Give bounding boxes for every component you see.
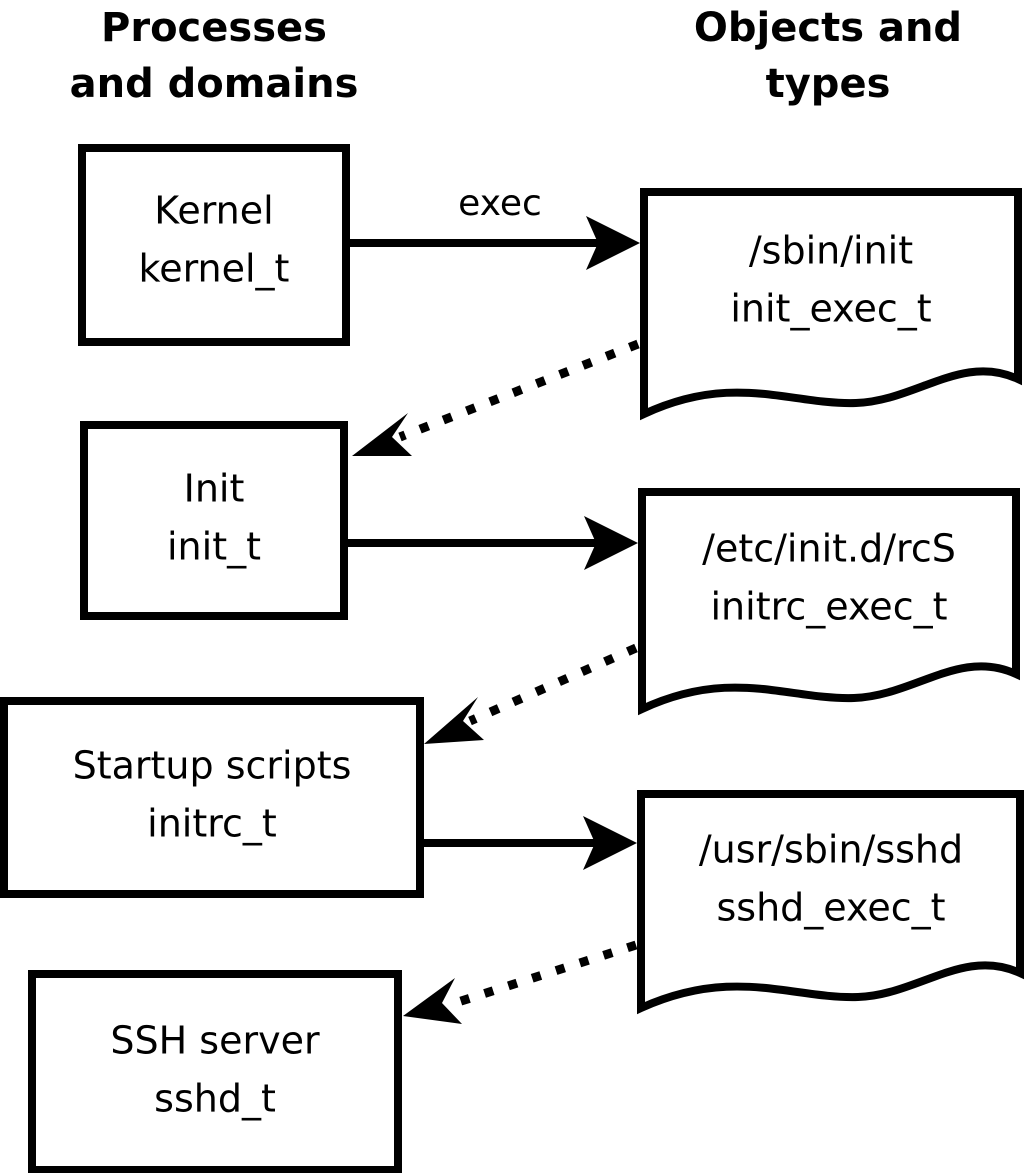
process-node-sshd-type: sshd_t xyxy=(154,1077,276,1121)
edge-line-sshd-transition xyxy=(453,940,638,1008)
arrow-head-init-transition xyxy=(352,413,412,456)
edge-init-exec-transition-init xyxy=(352,339,640,456)
process-node-kernel[interactable]: Kernel kernel_t xyxy=(78,144,350,346)
arrow-head-initrc-exec xyxy=(583,816,637,870)
object-node-initrc-exec-path: /etc/init.d/rcS xyxy=(702,527,956,571)
object-node-initrc-exec-type: initrc_exec_t xyxy=(711,585,948,629)
column-header-objects-line2: types xyxy=(766,61,891,107)
process-node-init[interactable]: Init init_t xyxy=(80,421,348,620)
arrow-head-kernel-exec xyxy=(586,216,640,270)
process-node-kernel-name: Kernel xyxy=(154,189,273,233)
process-node-initrc-name: Startup scripts xyxy=(73,744,352,788)
arrow-head-initrc-transition xyxy=(424,697,484,744)
process-node-sshd-box[interactable] xyxy=(28,970,402,1173)
process-node-kernel-box[interactable] xyxy=(78,144,350,346)
process-node-init-box[interactable] xyxy=(80,421,348,620)
column-header-processes-line1: Processes xyxy=(101,5,327,51)
object-node-sshd-exec-path: /usr/sbin/sshd xyxy=(699,828,963,872)
process-node-init-type: init_t xyxy=(167,525,261,569)
column-header-objects: Objects and types xyxy=(694,5,962,107)
edge-initrc-exec-sshd-exec xyxy=(424,816,637,870)
edge-init-exec-initrc-exec xyxy=(348,516,638,570)
process-node-initrc-type: initrc_t xyxy=(147,802,277,846)
edge-kernel-exec-init-exec: exec xyxy=(350,183,640,270)
object-node-sshd-exec-document-shape[interactable] xyxy=(637,790,1024,1015)
edge-sshd-exec-transition-sshd xyxy=(403,940,638,1024)
object-node-initrc-exec[interactable]: /etc/init.d/rcS initrc_exec_t xyxy=(638,488,1020,716)
edge-label-exec: exec xyxy=(458,183,542,224)
edge-line-init-transition xyxy=(398,339,640,442)
process-node-initrc-box[interactable] xyxy=(0,697,424,898)
object-node-init-exec-path: /sbin/init xyxy=(749,229,913,273)
process-node-sshd-name: SSH server xyxy=(110,1019,320,1063)
column-header-processes: Processes and domains xyxy=(70,5,359,107)
column-header-objects-line1: Objects and xyxy=(694,5,962,51)
process-node-initrc[interactable]: Startup scripts initrc_t xyxy=(0,697,424,898)
object-node-sshd-exec[interactable]: /usr/sbin/sshd sshd_exec_t xyxy=(637,790,1024,1015)
object-node-initrc-exec-document-shape[interactable] xyxy=(638,488,1020,716)
object-node-init-exec-type: init_exec_t xyxy=(730,287,931,331)
process-node-sshd[interactable]: SSH server sshd_t xyxy=(28,970,402,1173)
edge-initrc-exec-transition-initrc xyxy=(424,643,638,744)
object-node-init-exec[interactable]: /sbin/init init_exec_t xyxy=(640,188,1022,421)
object-node-sshd-exec-type: sshd_exec_t xyxy=(716,886,945,930)
arrow-head-init-exec xyxy=(584,516,638,570)
arrow-head-sshd-transition xyxy=(403,978,462,1024)
object-node-init-exec-document-shape[interactable] xyxy=(640,188,1022,421)
edge-line-initrc-transition xyxy=(468,643,638,726)
column-header-processes-line2: and domains xyxy=(70,61,359,107)
process-node-init-name: Init xyxy=(184,467,245,511)
process-node-kernel-type: kernel_t xyxy=(139,247,290,291)
